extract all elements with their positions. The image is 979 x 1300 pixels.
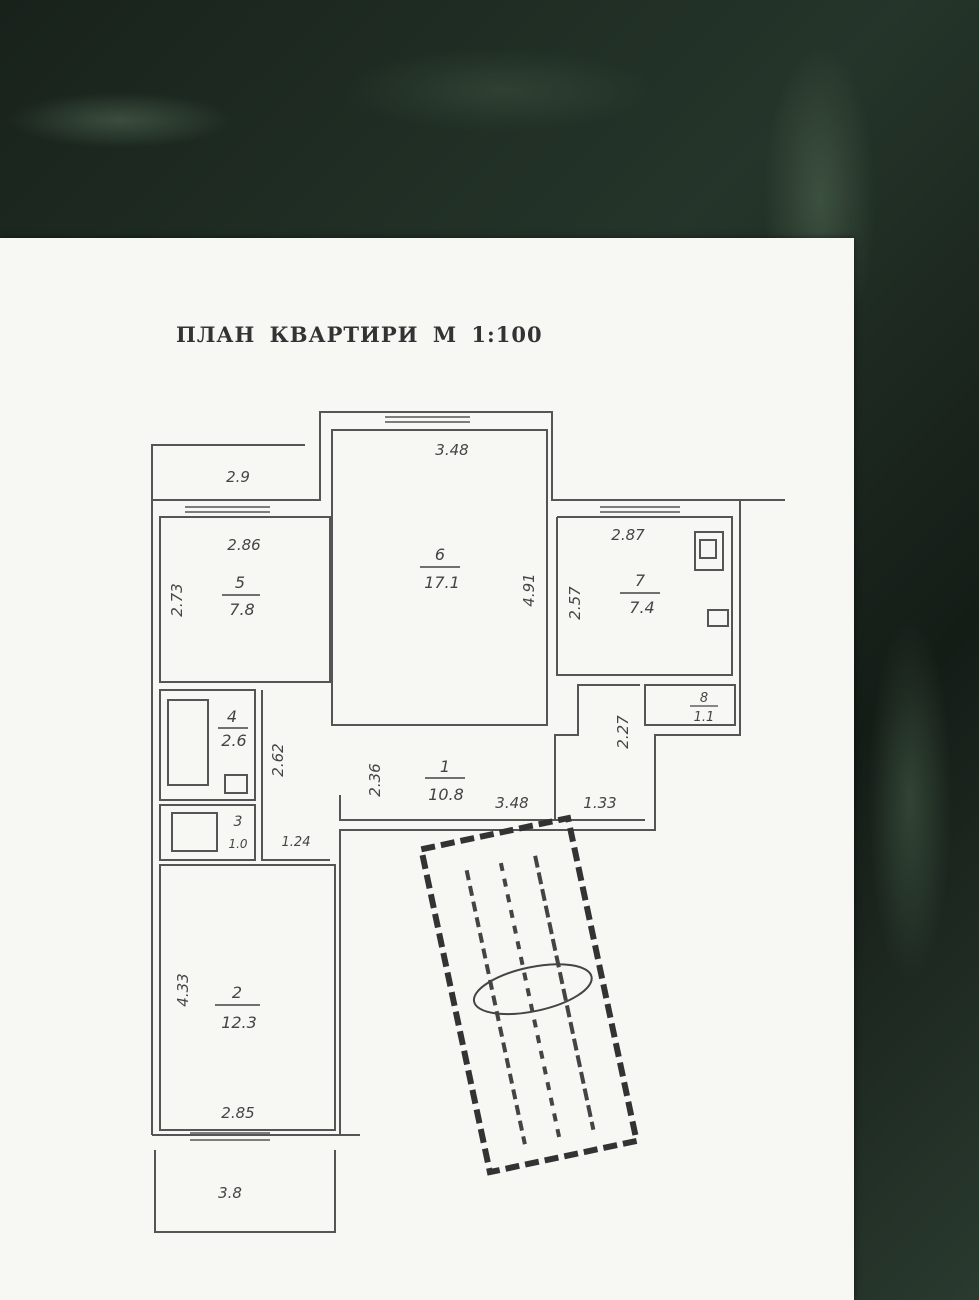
stove-burner <box>699 539 717 559</box>
dim-room2-height: 4.33 <box>174 973 192 1006</box>
dim-room7-width: 2.87 <box>611 526 645 544</box>
room-7-outline <box>556 516 733 676</box>
room-3-outline <box>159 804 256 861</box>
room-1-area: 10.8 <box>428 785 464 804</box>
room-5-area: 7.8 <box>229 600 254 619</box>
signature <box>472 963 593 1016</box>
room-labels: 5 7.8 6 17.1 7 7.4 8 1.1 4 2.6 3 1.0 1 1… <box>215 545 718 1032</box>
room-1-number: 1 <box>440 757 450 776</box>
toilet <box>171 812 218 852</box>
corridor-wall <box>554 684 640 820</box>
dim-balcony-top: 2.9 <box>226 468 250 486</box>
room-6-outline <box>331 429 548 726</box>
paper-sheet <box>0 238 854 1300</box>
dim-hall-width: 3.48 <box>495 794 528 812</box>
walls <box>151 411 785 1233</box>
room-8-outline <box>644 684 736 726</box>
dim-balcony-bottom: 3.8 <box>218 1184 242 1202</box>
room-8-number: 8 <box>700 691 708 706</box>
dim-room6-width: 3.48 <box>435 441 468 459</box>
stamp-line-2 <box>498 862 562 1138</box>
room-5-outline <box>159 516 331 683</box>
room-3-area: 1.0 <box>228 837 247 851</box>
outer-wall-top <box>152 411 785 501</box>
bathtub <box>167 699 209 786</box>
document-title: ПЛАН КВАРТИРИ М 1:100 <box>176 322 543 347</box>
dim-corridor-width: 1.33 <box>583 794 616 812</box>
dim-room5-height: 2.73 <box>168 583 186 616</box>
outer-wall-right <box>339 500 741 1135</box>
room-6-area: 17.1 <box>424 573 460 592</box>
dim-room7-height: 2.57 <box>566 586 584 620</box>
room-7-number: 7 <box>635 571 646 590</box>
dim-hall-height: 2.36 <box>366 763 384 796</box>
dim-room5-width: 2.86 <box>227 536 260 554</box>
room-8-area: 1.1 <box>694 710 715 725</box>
room-4-area: 2.6 <box>221 731 246 750</box>
dim-room6-height: 4.91 <box>520 573 538 606</box>
stove <box>694 531 724 571</box>
balcony-top-outline <box>151 444 305 500</box>
stamp <box>417 814 641 1176</box>
hall-lower-wall <box>339 795 645 821</box>
room-7-area: 7.4 <box>629 598 654 617</box>
hall-partition <box>261 690 330 861</box>
room-2-area: 12.3 <box>221 1013 257 1032</box>
windows <box>185 416 680 1141</box>
room-4-outline <box>159 689 256 801</box>
room-6-number: 6 <box>435 545 445 564</box>
room-3-number: 3 <box>234 814 243 830</box>
dim-wc-width: 1.24 <box>282 835 311 850</box>
sink <box>224 774 248 794</box>
stamp-line-3 <box>533 855 596 1131</box>
kitchen-sink <box>707 609 729 627</box>
stamp-line-1 <box>464 869 527 1145</box>
room-4-number: 4 <box>227 707 237 726</box>
room-5-number: 5 <box>235 573 245 592</box>
dim-room8-height: 2.27 <box>614 715 632 749</box>
dim-bath-height: 2.62 <box>269 743 287 776</box>
dim-room2-width: 2.85 <box>221 1104 254 1122</box>
room-2-outline <box>159 864 336 1131</box>
room-2-number: 2 <box>232 983 242 1002</box>
balcony-bottom-rail <box>154 1150 336 1233</box>
dimension-labels: 2.9 2.86 2.73 3.48 4.91 2.87 2.57 2.27 2… <box>168 441 645 1202</box>
